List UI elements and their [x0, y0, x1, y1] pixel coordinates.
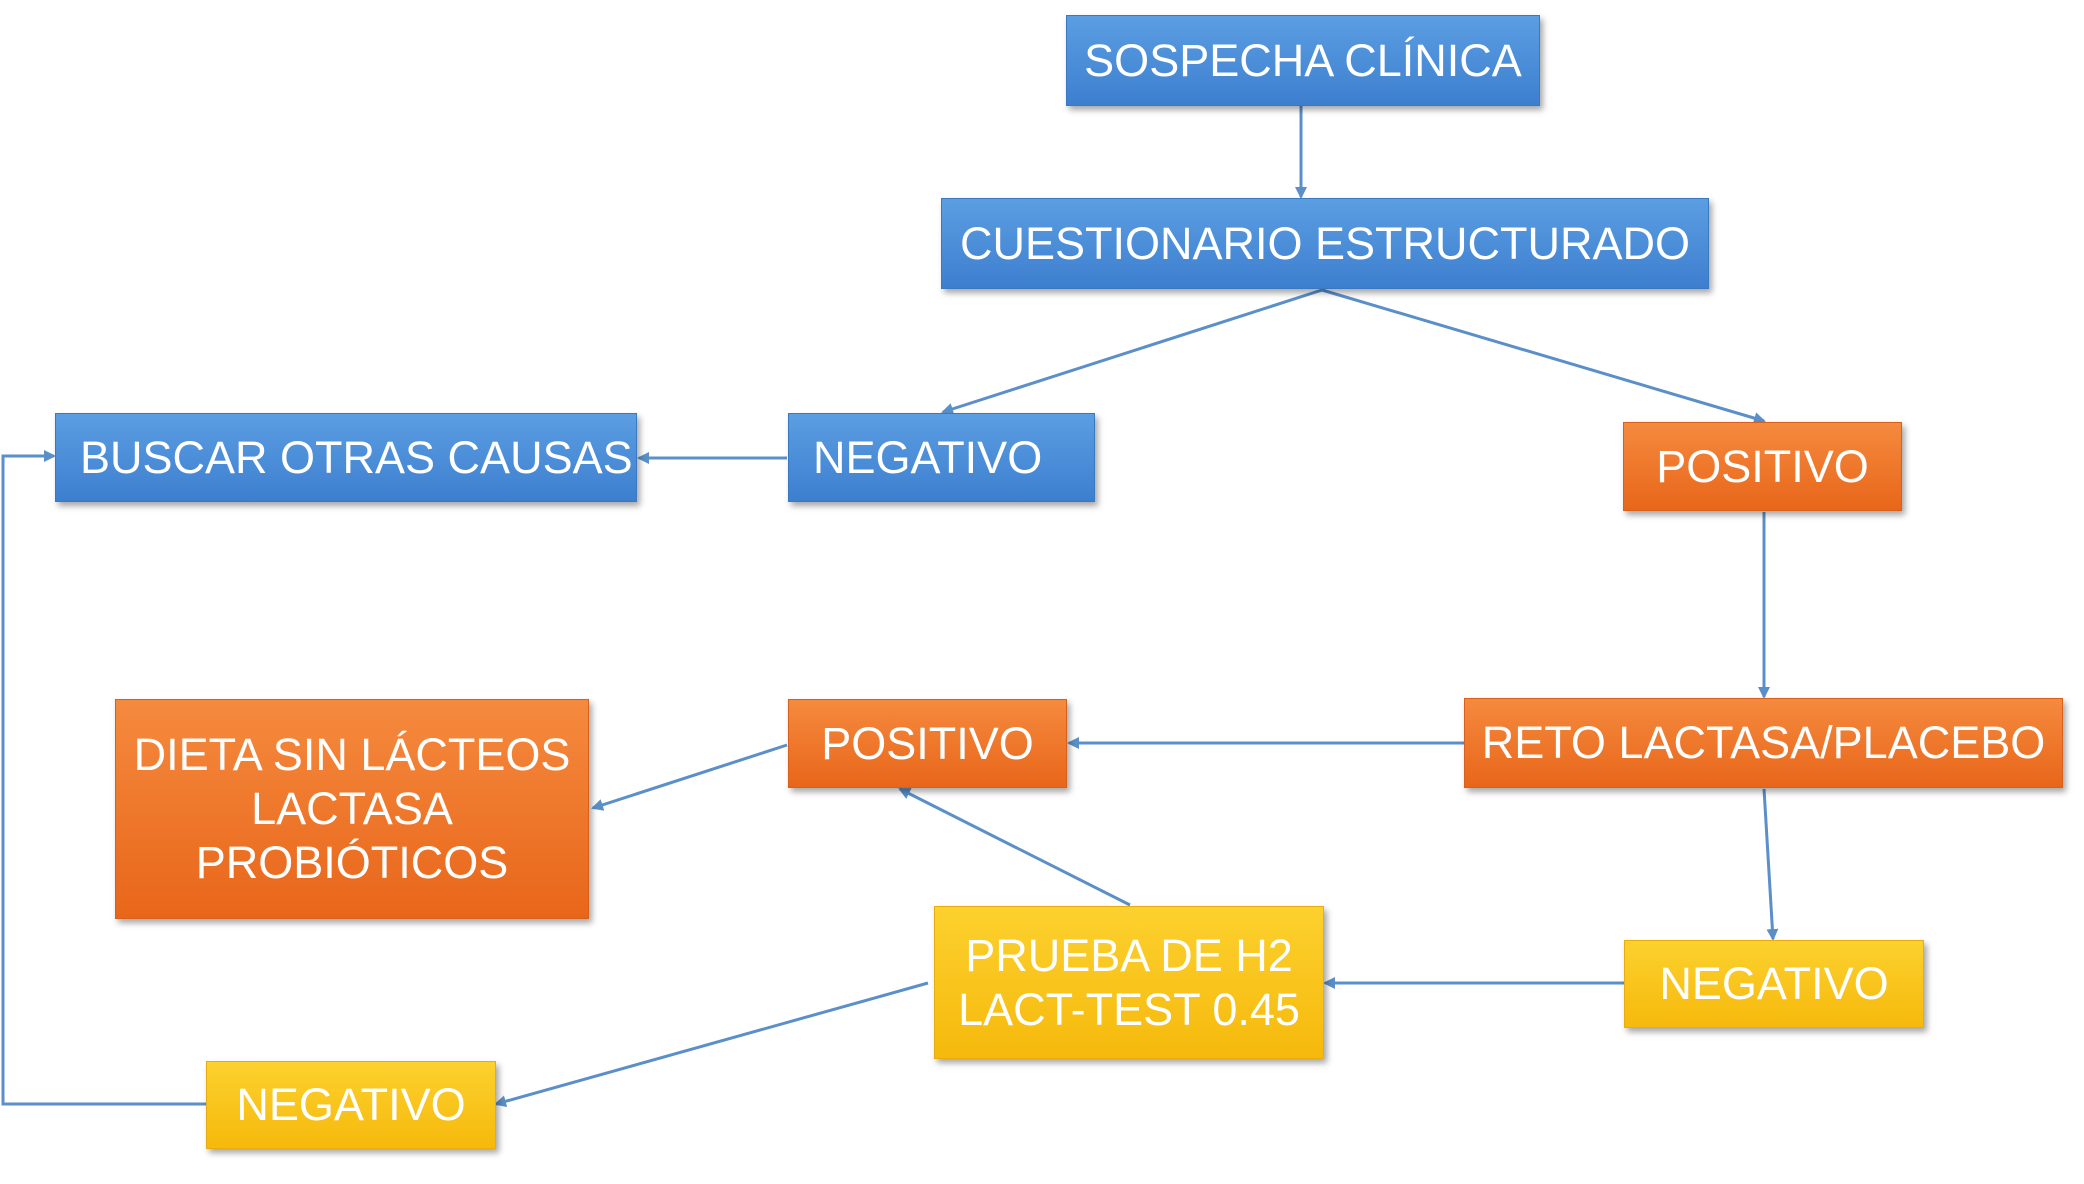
- node-tratamiento-line-2: LACTASA: [251, 783, 453, 834]
- node-negativo-prueba: NEGATIVO: [206, 1061, 496, 1149]
- node-reto-lactasa-placebo: RETO LACTASA/PLACEBO: [1464, 698, 2063, 788]
- node-prueba-h2: PRUEBA DE H2 LACT-TEST 0.45: [934, 906, 1324, 1059]
- node-negativo-reto: NEGATIVO: [1624, 940, 1924, 1028]
- node-sospecha-clinica-label: SOSPECHA CLÍNICA: [1084, 34, 1522, 86]
- node-cuestionario-estructurado-label: CUESTIONARIO ESTRUCTURADO: [959, 217, 1691, 269]
- arrow-cuestionario-to-negativo: [941, 288, 1323, 415]
- arrow-reto-to-negativo: [1762, 788, 1779, 941]
- node-buscar-otras-causas-label: BUSCAR OTRAS CAUSAS: [80, 431, 633, 483]
- node-reto-lactasa-placebo-label: RETO LACTASA/PLACEBO: [1481, 717, 2046, 768]
- node-buscar-otras-causas: BUSCAR OTRAS CAUSAS: [55, 413, 637, 502]
- arrow-prueba-to-positivo: [898, 787, 1131, 907]
- node-cuestionario-estructurado: CUESTIONARIO ESTRUCTURADO: [941, 198, 1709, 289]
- node-sospecha-clinica: SOSPECHA CLÍNICA: [1066, 15, 1540, 106]
- node-tratamiento-lines: DIETA SIN LÁCTEOS LACTASA PROBIÓTICOS: [134, 728, 571, 890]
- arrow-negativo-to-buscar-loop: [1, 450, 206, 1106]
- node-positivo-reto-label: POSITIVO: [821, 717, 1034, 769]
- node-negativo-cuestionario-label: NEGATIVO: [813, 431, 1043, 483]
- node-prueba-h2-lines: PRUEBA DE H2 LACT-TEST 0.45: [958, 929, 1300, 1037]
- node-negativo-cuestionario: NEGATIVO: [788, 413, 1095, 502]
- node-tratamiento-line-3: PROBIÓTICOS: [195, 837, 509, 888]
- node-negativo-reto-label: NEGATIVO: [1659, 958, 1889, 1009]
- node-prueba-h2-line-2: LACT-TEST 0.45: [958, 983, 1300, 1035]
- node-tratamiento: DIETA SIN LÁCTEOS LACTASA PROBIÓTICOS: [115, 699, 589, 919]
- node-positivo-reto: POSITIVO: [788, 699, 1067, 788]
- arrow-positivo-to-dieta: [591, 743, 788, 811]
- arrow-prueba-to-negativo: [494, 981, 929, 1108]
- node-positivo-cuestionario-label: POSITIVO: [1656, 440, 1869, 492]
- arrow-cuestionario-to-positivo: [1321, 288, 1766, 424]
- node-positivo-cuestionario: POSITIVO: [1623, 422, 1902, 511]
- node-tratamiento-line-1: DIETA SIN LÁCTEOS: [133, 729, 571, 780]
- node-negativo-prueba-label: NEGATIVO: [236, 1079, 466, 1130]
- node-prueba-h2-line-1: PRUEBA DE H2: [965, 929, 1293, 981]
